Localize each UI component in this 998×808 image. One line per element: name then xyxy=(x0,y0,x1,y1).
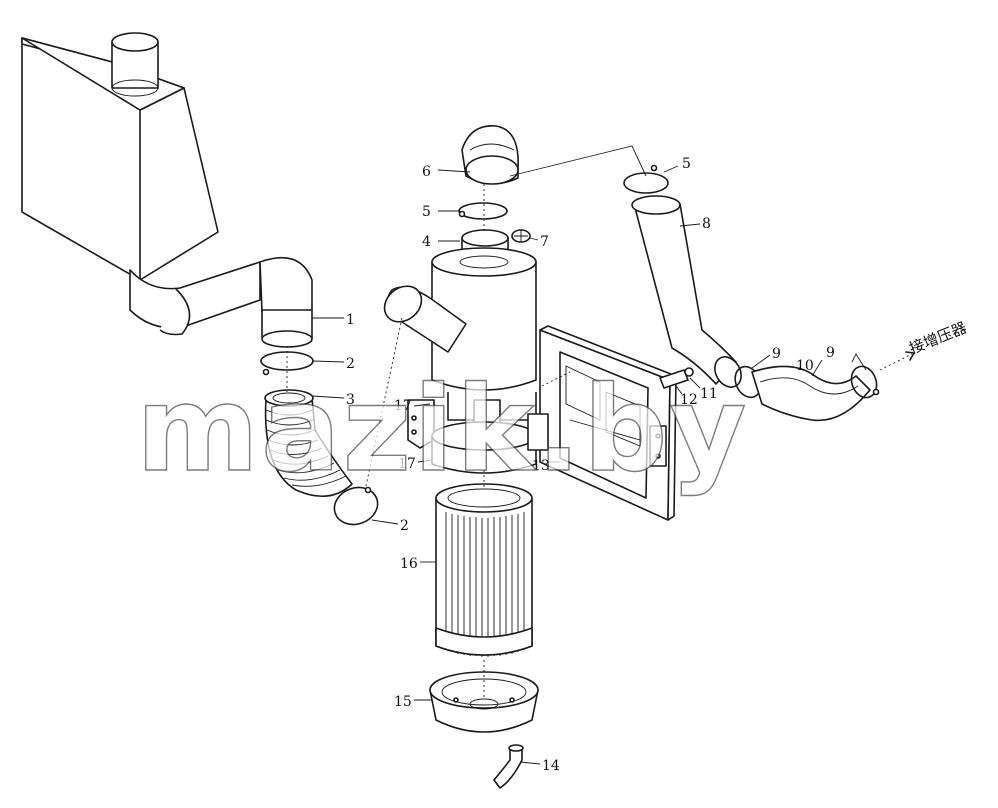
callout-12: 12 xyxy=(680,392,698,408)
callout-7: 7 xyxy=(540,234,549,250)
housing-side-inlet xyxy=(383,285,467,353)
housing-lower-section xyxy=(447,392,537,425)
callout-9-right: 9 xyxy=(826,345,835,361)
part-16-filter-element xyxy=(435,483,533,657)
callout-2-upper: 2 xyxy=(346,356,355,372)
part-13-mounting-frame xyxy=(527,325,677,521)
part-6-rubber-elbow xyxy=(461,125,519,185)
leader-lines xyxy=(311,165,867,765)
callout-17-upper: 17 xyxy=(394,398,412,414)
part-5-clamp-right xyxy=(623,164,669,194)
callout-16: 16 xyxy=(400,556,418,572)
part-5-clamp-left xyxy=(458,202,508,220)
callout-2-lower: 2 xyxy=(400,518,409,534)
part-17-band xyxy=(431,421,537,474)
part-11-clamp xyxy=(684,367,694,377)
callout-5-right: 5 xyxy=(682,156,691,172)
callout-13: 13 xyxy=(532,458,550,474)
part-10-s-hose xyxy=(751,365,871,422)
callout-10: 10 xyxy=(796,358,814,374)
callout-3: 3 xyxy=(346,392,355,408)
part-12-nipple xyxy=(659,369,689,389)
callout-14: 14 xyxy=(542,758,560,774)
assembly-guide-lines xyxy=(286,145,647,700)
outlet-note: 接增压器 xyxy=(907,319,969,358)
callout-8: 8 xyxy=(702,216,711,232)
precleaner-housing xyxy=(21,32,219,281)
part-17-bracket xyxy=(407,399,435,449)
inlet-pipe xyxy=(129,256,313,336)
callout-15: 15 xyxy=(394,694,412,710)
callout-1: 1 xyxy=(346,312,355,328)
callout-5-left: 5 xyxy=(422,204,431,220)
part-8-outlet-pipe xyxy=(631,195,742,388)
part-3-corrugated-hose xyxy=(264,389,353,497)
outlet-arrow-icon xyxy=(879,351,915,371)
part-1-pipe-stub xyxy=(261,309,313,348)
callout-17-lower: 17 xyxy=(398,456,416,472)
part-2-clamp-lower xyxy=(333,486,379,526)
callout-9-left: 9 xyxy=(772,346,781,362)
callout-11: 11 xyxy=(700,386,718,402)
part-9-clamp-right xyxy=(850,365,880,399)
air-filter-housing xyxy=(431,247,537,391)
callout-4: 4 xyxy=(422,234,431,250)
callout-6: 6 xyxy=(422,164,431,180)
part-14-evacuator-valve xyxy=(493,744,524,789)
part-7-restriction-indicator xyxy=(511,229,531,243)
